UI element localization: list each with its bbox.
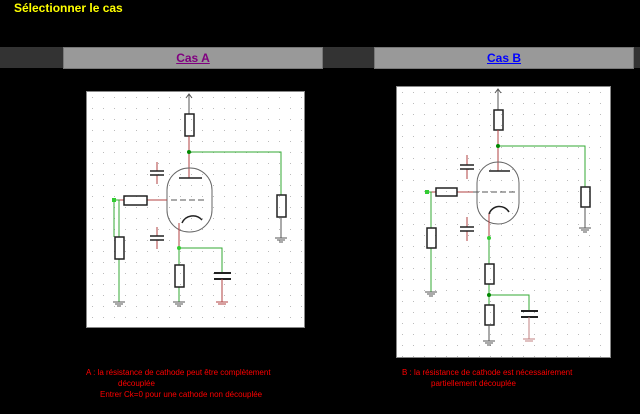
case-a-line-3: Entrer Ck=0 pour une cathode non découpl… [100, 390, 263, 399]
page-title: Sélectionner le cas [14, 1, 123, 15]
tab-cas-a[interactable]: Cas A [63, 47, 323, 69]
circuit-b-diagram [397, 87, 610, 357]
case-a-line-1: A : la résistance de cathode peut être c… [86, 368, 271, 377]
schematic-a[interactable] [86, 91, 305, 328]
case-b-line-1: B : la résistance de cathode est nécessa… [402, 368, 573, 377]
schematic-b[interactable] [396, 86, 611, 358]
cas-a-link[interactable]: Cas A [176, 51, 210, 65]
cas-b-link[interactable]: Cas B [486, 51, 521, 65]
case-b-description: B : la résistance de cathode est nécessa… [402, 367, 632, 389]
circuit-a-diagram [87, 92, 304, 327]
case-a-line-2: découplée [118, 379, 155, 388]
case-b-line-2: partiellement découplée [431, 379, 516, 388]
case-a-description: A : la résistance de cathode peut être c… [86, 367, 316, 400]
tab-cas-b[interactable]: Cas B [374, 47, 634, 69]
